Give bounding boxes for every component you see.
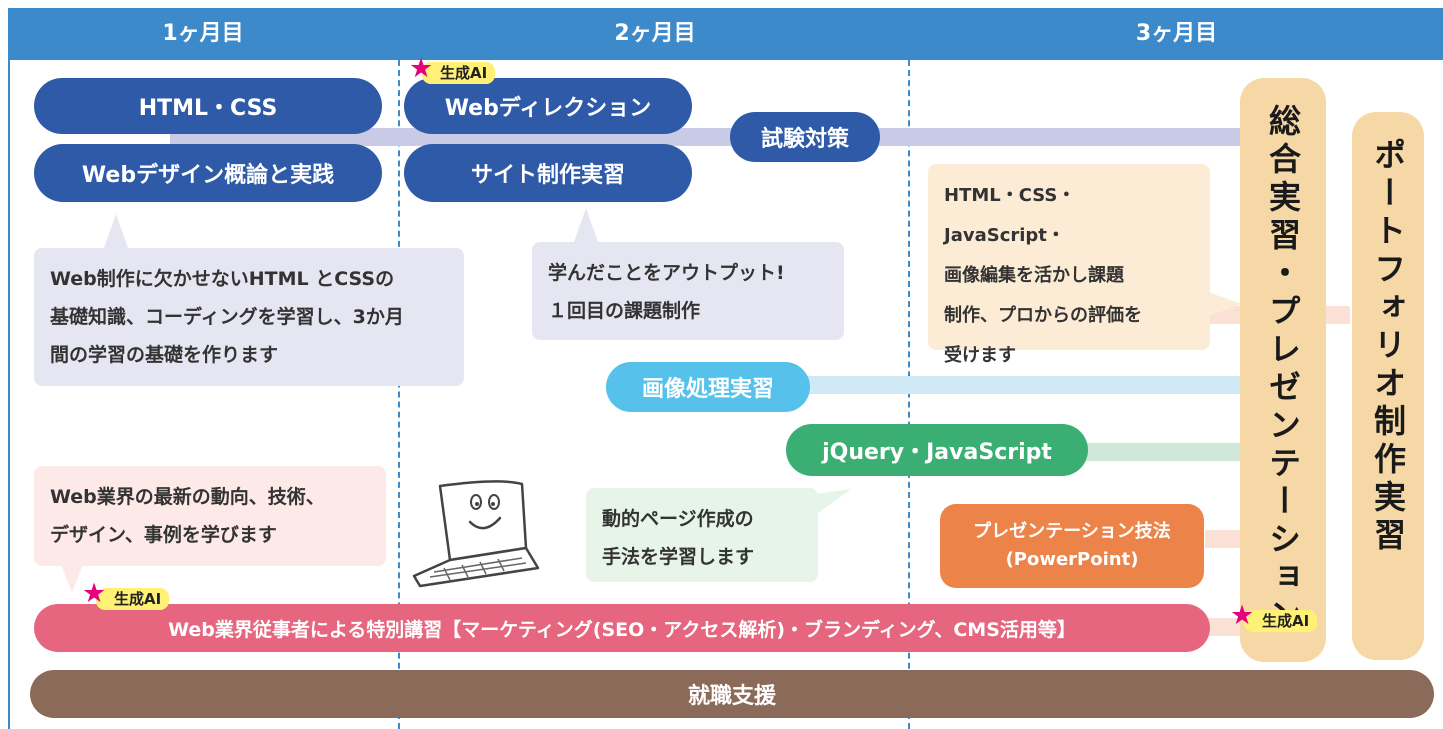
image-processing-duration-bar xyxy=(790,376,1250,394)
course-label-line: プレゼンテーション技法 xyxy=(973,521,1171,542)
course-label-line: (PowerPoint) xyxy=(1005,549,1139,570)
bubble-pointer xyxy=(60,562,84,592)
course-site-practice: サイト制作実習 xyxy=(404,144,692,202)
bubble-line: Web制作に欠かせないHTML とCSSの xyxy=(50,268,395,290)
bubble-line: 制作、プロからの評価を xyxy=(944,305,1142,326)
course-comprehensive-presentation: 総合実習・プレゼンテーション xyxy=(1240,78,1326,662)
course-special-lecture: Web業界従事者による特別講習【マーケティング(SEO・アクセス解析)・ブランデ… xyxy=(34,604,1210,652)
star-icon: ★ xyxy=(1230,600,1255,631)
bubble-line: 画像編集を活かし課題 xyxy=(944,265,1124,286)
month2-description-bubble: 学んだことをアウトプット! １回目の課題制作 xyxy=(532,242,844,340)
bubble-line: 動的ページ作成の xyxy=(602,508,754,530)
bubble-pointer xyxy=(104,214,128,248)
star-icon: ★ xyxy=(409,53,434,84)
bubble-line: 受けます xyxy=(944,345,1016,366)
bubble-pointer xyxy=(1208,292,1242,316)
course-presentation-technique: プレゼンテーション技法 (PowerPoint) xyxy=(940,504,1204,588)
bubble-line: 手法を学習します xyxy=(602,546,755,568)
generative-ai-badge: 生成AI xyxy=(1244,610,1318,632)
bubble-pointer xyxy=(574,208,598,242)
month-1-label: 1ヶ月目 xyxy=(162,21,244,46)
course-web-design: Webデザイン概論と実践 xyxy=(34,144,382,202)
jquery-duration-bar xyxy=(1070,443,1250,461)
month-divider-1 xyxy=(398,60,400,729)
timeline-frame xyxy=(8,60,1443,729)
course-html-css: HTML・CSS xyxy=(34,78,382,134)
month-divider-2 xyxy=(908,60,910,729)
course-portfolio: ポートフォリオ制作実習 xyxy=(1352,112,1424,660)
course-exam-prep: 試験対策 xyxy=(730,112,880,162)
month-header-bar xyxy=(8,8,1443,60)
bubble-line: 間の学習の基礎を作ります xyxy=(50,344,279,366)
star-icon: ★ xyxy=(82,578,107,609)
month-2-label: 2ヶ月目 xyxy=(614,21,696,46)
bubble-line: デザイン、事例を学びます xyxy=(50,524,277,546)
bubble-line: 学んだことをアウトプット! xyxy=(548,262,785,284)
generative-ai-badge: 生成AI xyxy=(96,588,170,610)
month1-description-bubble: Web制作に欠かせないHTML とCSSの 基礎知識、コーディングを学習し、3か… xyxy=(34,248,464,386)
course-web-direction: Webディレクション xyxy=(404,78,692,134)
month3-description-bubble: HTML・CSS・JavaScript・ 画像編集を活かし課題 制作、プロからの… xyxy=(928,164,1210,366)
bubble-line: １回目の課題制作 xyxy=(548,300,701,322)
portfolio-label: ポートフォリオ制作実習 xyxy=(1369,138,1407,556)
bubble-line: 基礎知識、コーディングを学習し、3か月 xyxy=(50,306,404,328)
dynamic-page-bubble: 動的ページ作成の 手法を学習します xyxy=(586,488,818,582)
comprehensive-presentation-label: 総合実習・プレゼンテーション xyxy=(1264,104,1302,636)
presentation-duration-bar xyxy=(1205,530,1250,548)
bubble-line: Web業界の最新の動向、技術、 xyxy=(50,486,325,508)
industry-description-bubble: Web業界の最新の動向、技術、 デザイン、事例を学びます xyxy=(34,466,386,566)
bubble-line: HTML・CSS・JavaScript・ xyxy=(944,185,1076,246)
special-lecture-duration-bar xyxy=(1200,618,1250,636)
month-3-label: 3ヶ月目 xyxy=(1135,21,1218,46)
laptop-illustration xyxy=(412,480,540,588)
generative-ai-badge: 生成AI xyxy=(422,62,496,84)
course-jquery-javascript: jQuery・JavaScript xyxy=(786,424,1088,476)
course-job-support: 就職支援 xyxy=(30,670,1434,718)
course-image-processing: 画像処理実習 xyxy=(606,362,810,412)
